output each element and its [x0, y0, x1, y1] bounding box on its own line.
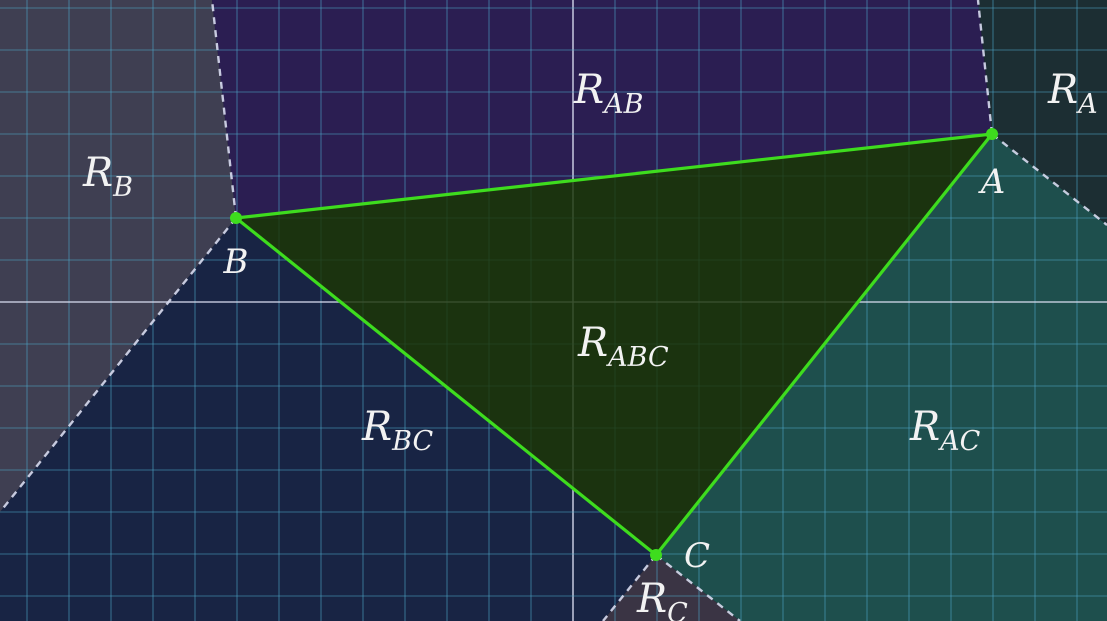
edge-ca: [654, 132, 994, 557]
edge-ab: [234, 132, 994, 220]
region-rbc-label: RBC: [361, 404, 433, 457]
boundary-a-right: [991, 133, 1107, 226]
vertex-c-label: C: [684, 536, 710, 576]
region-rab-fill: [212, 0, 992, 218]
region-rab-label: RAB: [573, 67, 643, 120]
region-rabc-label: RABC: [577, 320, 669, 373]
region-rb-fill: [0, 0, 236, 512]
region-rabc-fill: [236, 134, 992, 555]
vertex-b-dot: [230, 212, 242, 224]
region-rc-label: RC: [636, 576, 688, 621]
triangle-abc: [234, 132, 994, 557]
region-ra-label: RA: [1047, 67, 1098, 120]
region-rc-fill: [603, 555, 740, 621]
region-ra-fill: [978, 0, 1107, 225]
boundary-c-left: [602, 554, 657, 621]
region-rb-label: RB: [82, 150, 133, 203]
vertex-a-dot: [986, 128, 998, 140]
region-rac-label: RAC: [909, 404, 981, 457]
boundary-c-right: [655, 554, 741, 621]
region-labels: RB RAB RA RBC RAC RC RABC: [82, 67, 1098, 621]
boundary-a-top: [976, 0, 994, 135]
boundary-b-top: [210, 0, 238, 219]
boundary-b-left: [0, 217, 237, 513]
region-rac-fill: [656, 134, 1107, 621]
edge-bc: [234, 216, 658, 557]
vertex-c-dot: [650, 549, 662, 561]
vertex-b-label: B: [223, 242, 249, 282]
vertex-a-label: A: [978, 162, 1006, 202]
region-rbc-fill: [0, 218, 656, 621]
triangle-vertices: A B C: [223, 128, 1006, 576]
